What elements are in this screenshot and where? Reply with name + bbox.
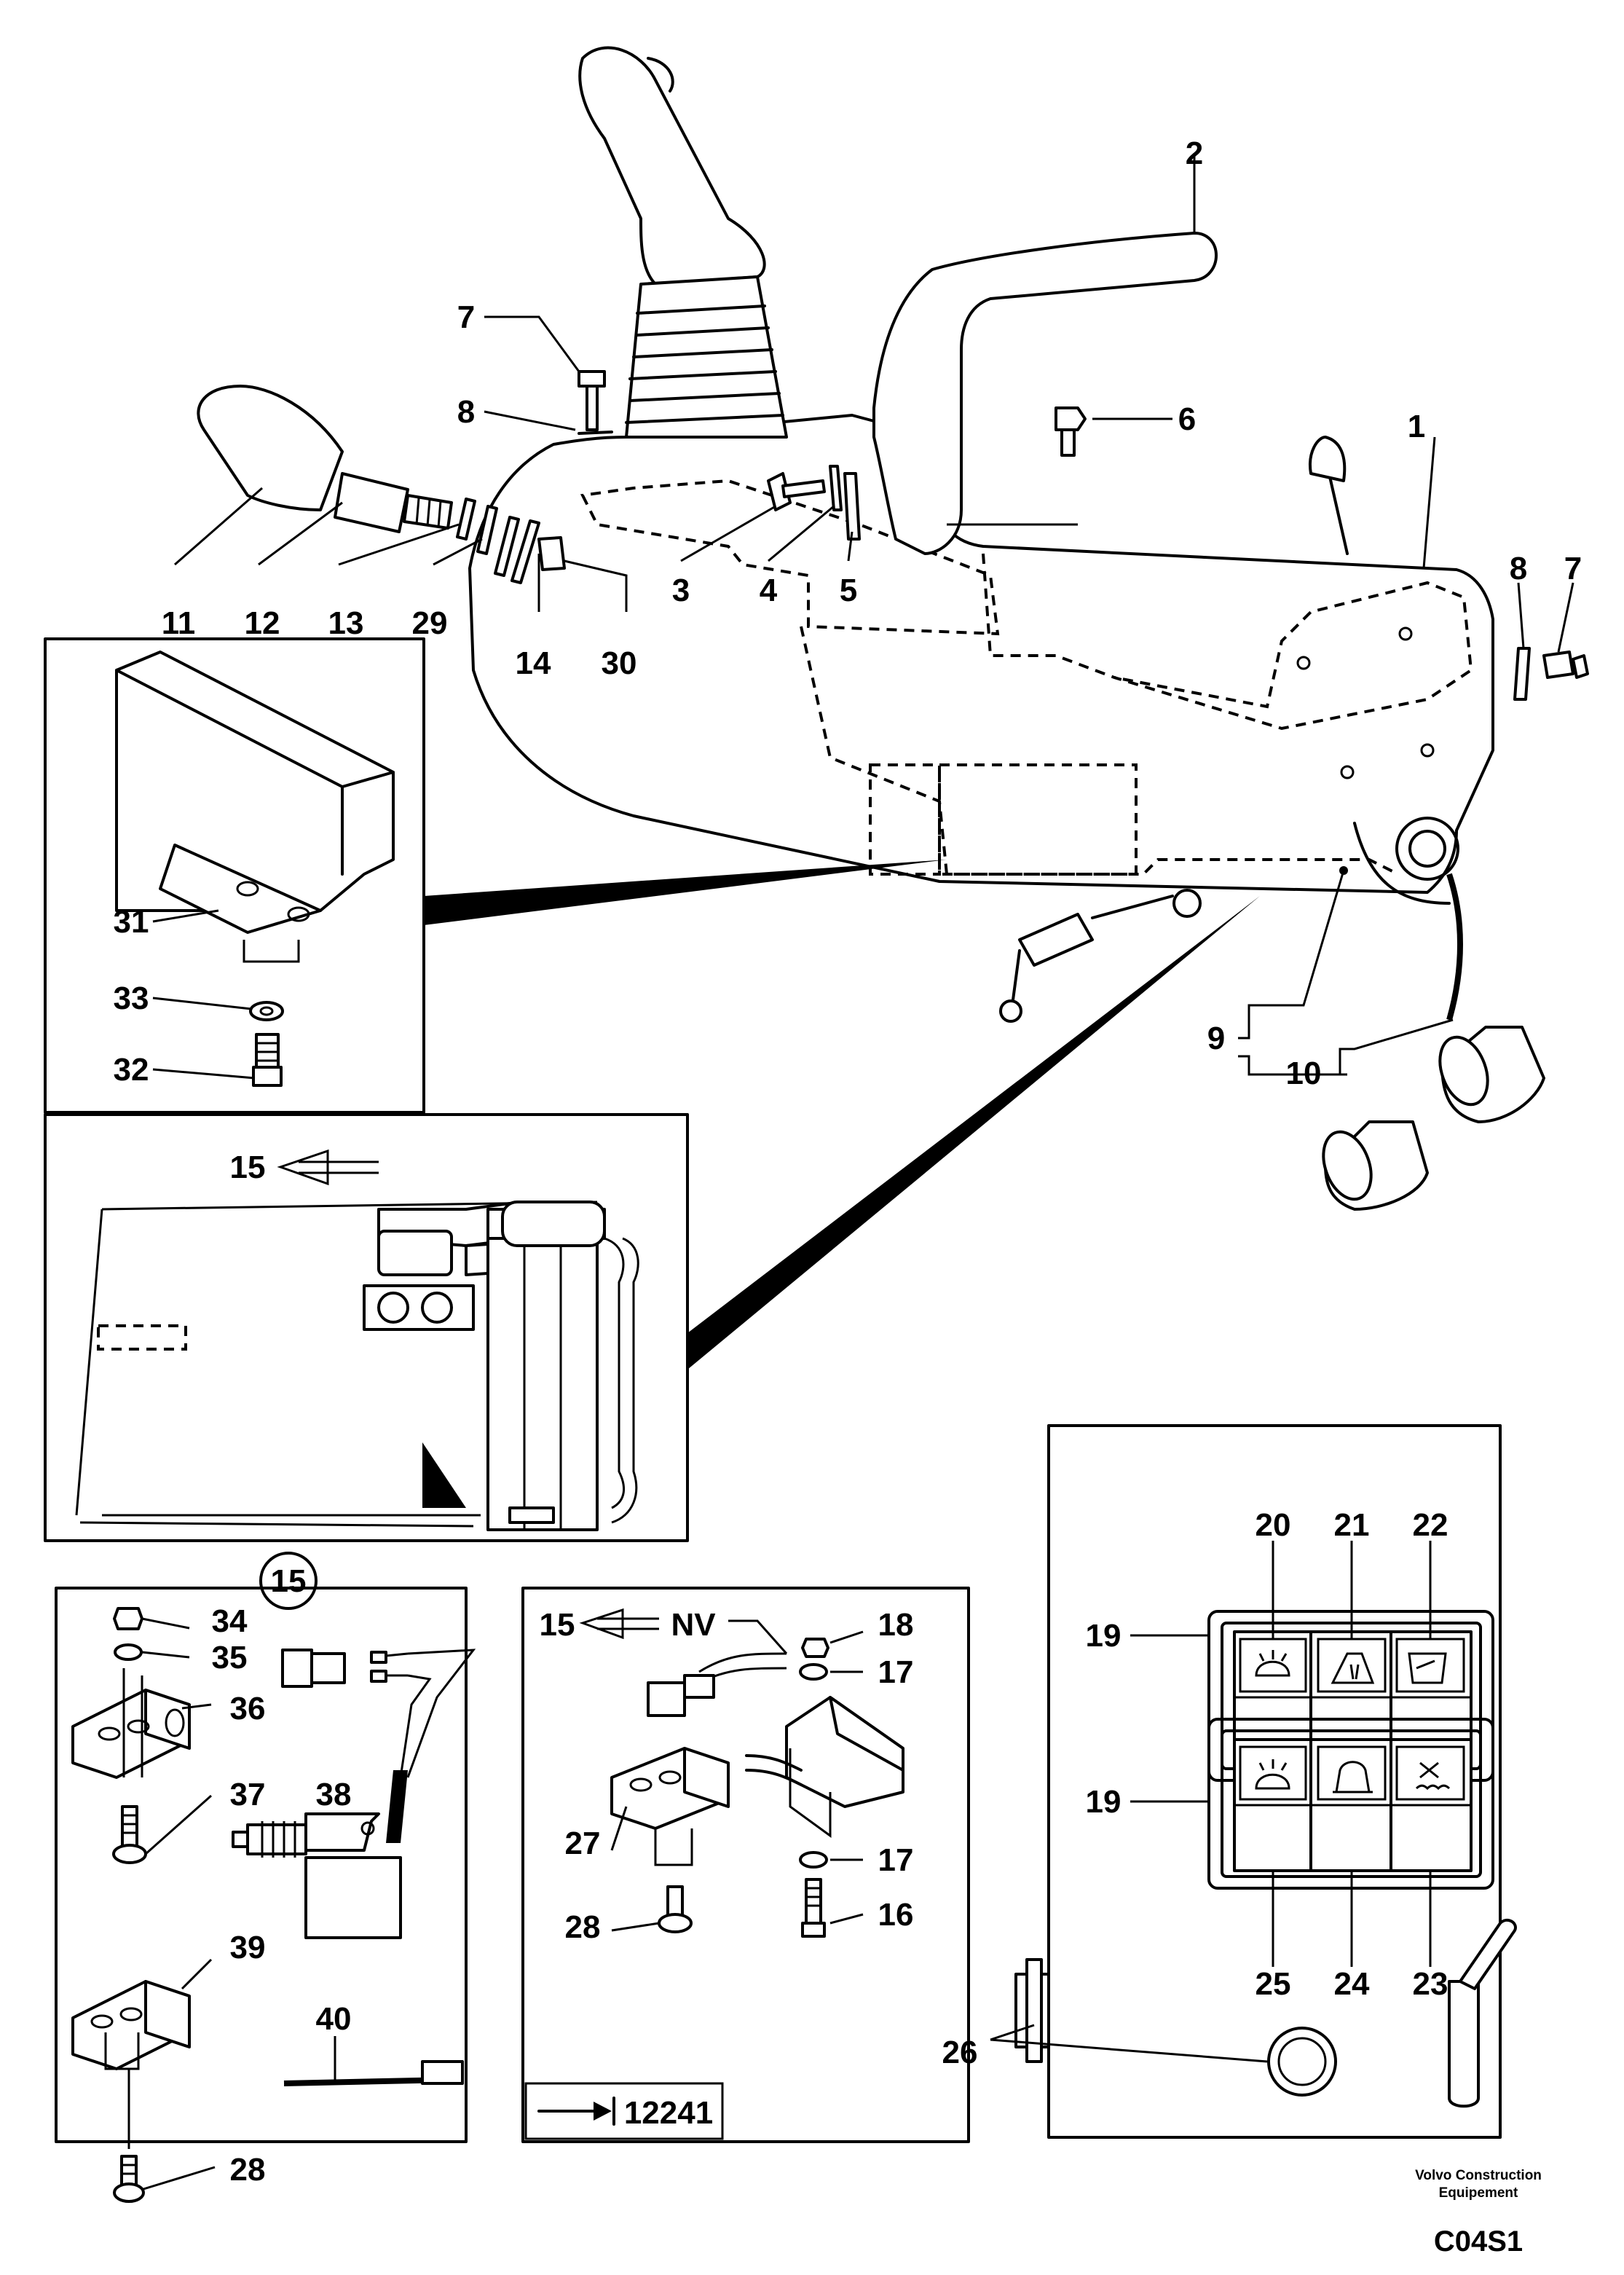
inset-hinge-15 — [44, 896, 1260, 1542]
nv-label: NV — [671, 1607, 716, 1643]
callout-35: 35 — [212, 1640, 248, 1675]
callout-38: 38 — [316, 1777, 352, 1812]
callout-3: 3 — [672, 573, 690, 608]
fasteners-top — [578, 370, 1589, 701]
callout-8-top: 8 — [457, 394, 475, 430]
callout-6: 6 — [1178, 401, 1196, 437]
callout-17-bottom: 17 — [878, 1842, 914, 1878]
callout-39: 39 — [230, 1930, 266, 1965]
inset-bracket-16-28 — [521, 1587, 970, 2143]
callout-34: 34 — [212, 1603, 248, 1639]
callout-32: 32 — [114, 1052, 149, 1088]
callout-31: 31 — [114, 904, 149, 940]
callout-19-bottom: 19 — [1086, 1784, 1122, 1820]
callout-37: 37 — [230, 1777, 266, 1812]
callout-27: 27 — [565, 1826, 601, 1861]
callout-36: 36 — [230, 1691, 266, 1726]
inset-switch-panel — [990, 1424, 1517, 2139]
callout-30: 30 — [602, 645, 637, 681]
callout-24: 24 — [1334, 1966, 1370, 2002]
figure-code: C04S1 — [1434, 2225, 1523, 2258]
callout-28-mid: 28 — [565, 1909, 601, 1945]
callout-5: 5 — [840, 573, 857, 608]
footer: Volvo Construction Equipement C04S1 — [1415, 2168, 1542, 2258]
callout-15-circle: 15 — [271, 1563, 307, 1599]
brand-line-2: Equipement — [1439, 2185, 1518, 2201]
callout-11: 11 — [162, 605, 196, 641]
callout-16: 16 — [878, 1897, 914, 1933]
inset-bracket-34-40 — [55, 1552, 476, 2203]
callout-14: 14 — [516, 645, 551, 681]
callout-29: 29 — [412, 605, 448, 641]
brand-line-1: Volvo Construction — [1415, 2168, 1542, 2183]
callout-7-top: 7 — [457, 299, 475, 335]
gear-knob-assembly — [197, 385, 566, 584]
callout-8-right: 8 — [1510, 551, 1527, 586]
callout-17-top: 17 — [878, 1654, 914, 1690]
callout-12: 12 — [245, 605, 280, 641]
console-assembly — [468, 414, 1494, 1023]
callout-9: 9 — [1207, 1021, 1225, 1056]
callout-40: 40 — [316, 2001, 352, 2037]
callout-4: 4 — [760, 573, 778, 608]
parking-brake-lever — [872, 232, 1218, 555]
serial-ref: 12241 — [624, 2095, 713, 2131]
callout-33: 33 — [114, 981, 149, 1016]
callout-1: 1 — [1408, 409, 1425, 444]
callout-28-left: 28 — [230, 2152, 266, 2188]
callout-7-right: 7 — [1564, 551, 1582, 586]
callout-23: 23 — [1413, 1966, 1448, 2002]
callout-22: 22 — [1413, 1507, 1448, 1543]
callout-18: 18 — [878, 1607, 914, 1643]
leader-lines-main — [174, 153, 1574, 1076]
callout-25: 25 — [1256, 1966, 1291, 2002]
callout-15-hinge: 15 — [230, 1150, 266, 1185]
joystick-lever — [578, 46, 788, 439]
callout-labels: 1 2 3 4 5 6 7 7 8 8 9 10 11 12 13 29 14 … — [114, 135, 1582, 2188]
callout-15-nv: 15 — [540, 1607, 575, 1643]
callout-2: 2 — [1186, 135, 1203, 171]
callout-19-top: 19 — [1086, 1618, 1122, 1654]
knob-pair — [1322, 1026, 1545, 1211]
callout-26: 26 — [942, 2035, 978, 2070]
callout-21: 21 — [1334, 1507, 1370, 1543]
callout-10: 10 — [1286, 1056, 1322, 1091]
callout-20: 20 — [1256, 1507, 1291, 1543]
inset-bracket-31 — [44, 637, 947, 1114]
callout-13: 13 — [328, 605, 364, 641]
